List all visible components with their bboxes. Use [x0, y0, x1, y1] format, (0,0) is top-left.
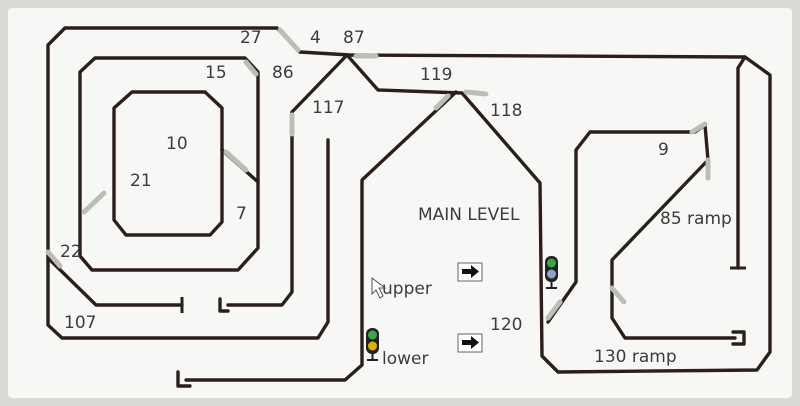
label-85-ramp: 85 ramp	[660, 209, 732, 229]
label-118: 118	[490, 101, 522, 121]
label-27: 27	[240, 28, 262, 48]
label-22: 22	[60, 242, 82, 262]
turnout-120	[545, 299, 563, 321]
label-lower: lower	[382, 349, 428, 369]
label-10: 10	[166, 134, 188, 154]
outer-loop-track-east	[298, 50, 772, 374]
central-track	[184, 90, 458, 382]
lower-route-button[interactable]	[457, 333, 483, 353]
label-9: 9	[658, 140, 669, 160]
turnout-27	[277, 27, 301, 53]
label-7: 7	[236, 204, 247, 224]
panel-background	[8, 8, 792, 398]
siding-107-track	[46, 256, 184, 307]
right-branch-track	[736, 55, 747, 270]
turnout-15	[243, 59, 259, 77]
label-upper: upper	[382, 279, 432, 299]
panel-title: MAIN LEVEL	[418, 205, 520, 225]
label-119: 119	[420, 65, 452, 85]
turnout-130	[609, 285, 627, 305]
arrow-right-icon	[462, 265, 479, 278]
turnout-118	[463, 89, 489, 97]
turnout-10	[223, 149, 249, 173]
label-86: 86	[272, 63, 294, 83]
spur-track-117	[226, 53, 349, 307]
label-130-ramp: 130 ramp	[594, 347, 677, 367]
arrow-right-icon	[462, 336, 479, 349]
lower-signal[interactable]	[366, 328, 379, 361]
upper-signal[interactable]	[545, 256, 558, 289]
inner-loop-track	[112, 90, 224, 237]
turnout-22	[45, 249, 63, 269]
upper-route-button[interactable]	[457, 262, 483, 282]
label-4: 4	[310, 28, 321, 48]
turnout-21	[81, 190, 107, 215]
turnout-119	[433, 93, 451, 111]
stub-track-bottom	[176, 370, 192, 388]
label-21: 21	[130, 171, 152, 191]
label-117: 117	[312, 98, 344, 118]
mouse-pointer-icon	[371, 276, 387, 299]
turnout-9	[689, 121, 708, 135]
upper-signal-bottom-lamp	[547, 269, 556, 279]
label-120: 120	[490, 315, 522, 335]
lower-signal-top-lamp	[368, 330, 377, 340]
label-15: 15	[205, 63, 227, 83]
lower-signal-bottom-lamp	[368, 341, 377, 351]
upper-signal-top-lamp	[547, 258, 556, 268]
label-107: 107	[64, 313, 96, 333]
stub-track-right	[731, 330, 746, 346]
label-87: 87	[343, 28, 365, 48]
stub-track-left	[218, 297, 230, 313]
